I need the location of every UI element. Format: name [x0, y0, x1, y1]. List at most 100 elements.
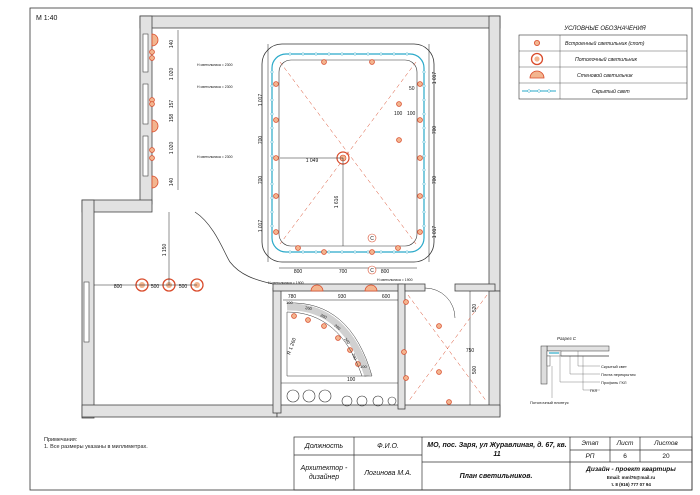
svg-text:1 017: 1 017: [432, 226, 438, 239]
notes-title: Примечания:: [44, 437, 78, 443]
role-value: Архитектор - дизайнер: [300, 465, 348, 481]
svg-text:500: 500: [179, 284, 188, 290]
svg-text:R 1 260: R 1 260: [286, 337, 298, 356]
svg-text:Плита перекрытия: Плита перекрытия: [601, 372, 636, 377]
dimension-lines: [94, 30, 471, 405]
svg-text:1 020: 1 020: [169, 68, 175, 81]
svg-text:С: С: [370, 236, 374, 242]
hidden-light-dot: [270, 126, 274, 130]
hidden-light-dot: [270, 224, 274, 228]
svg-text:158: 158: [169, 114, 175, 123]
svg-text:Н светильника = 2300: Н светильника = 2300: [197, 155, 233, 159]
ceiling-rect: [261, 43, 435, 263]
legend: УСЛОВНЫЕ ОБОЗНАЧЕНИЯ Встроенный светильн…: [518, 26, 688, 100]
wardrobe-circles: [286, 389, 397, 407]
spot-light: [273, 117, 279, 123]
wall-light-icon: [529, 70, 545, 79]
svg-text:800: 800: [381, 269, 390, 275]
hidden-light-dot: [270, 210, 274, 214]
name-header: Ф.И.О.: [377, 442, 399, 450]
hidden-light-dot: [314, 250, 318, 254]
hidden-light-dot: [422, 224, 426, 228]
spot-light: [291, 313, 297, 319]
spot-light-icon: [534, 40, 541, 47]
hidden-light-dot: [314, 52, 318, 56]
legend-title: УСЛОВНЫЕ ОБОЗНАЧЕНИЯ: [563, 26, 646, 32]
spot-light: [321, 249, 327, 255]
svg-text:Н светильника = 1900: Н светильника = 1900: [377, 278, 413, 282]
hidden-light-dot: [301, 52, 305, 56]
hidden-light-dot: [422, 210, 426, 214]
hidden-light-dot: [270, 182, 274, 186]
windows: [83, 33, 149, 343]
svg-text:1 049: 1 049: [306, 158, 319, 164]
spot-light: [396, 101, 402, 107]
svg-text:500: 500: [151, 284, 160, 290]
hidden-light-dot: [366, 250, 370, 254]
svg-text:700: 700: [432, 126, 438, 135]
spot-light: [417, 81, 423, 87]
hidden-light-dot: [422, 182, 426, 186]
spot-light: [446, 399, 452, 405]
hidden-light-dot: [422, 196, 426, 200]
svg-text:1 017: 1 017: [432, 72, 438, 85]
svg-text:260: 260: [305, 305, 313, 311]
hidden-light-dot: [270, 196, 274, 200]
svg-text:260: 260: [351, 353, 358, 362]
svg-text:700: 700: [258, 136, 264, 145]
svg-text:100: 100: [360, 364, 367, 369]
svg-text:С: С: [370, 268, 374, 274]
svg-text:Потолочный плинтус: Потолочный плинтус: [530, 400, 569, 405]
hidden-light-dot: [392, 52, 396, 56]
spot-light: [335, 335, 341, 341]
scale-label: М 1:40: [36, 15, 58, 22]
hidden-light-dot: [270, 98, 274, 102]
hidden-light-dot: [301, 250, 305, 254]
spot-light: [149, 155, 155, 161]
role-header: Должность: [304, 442, 344, 450]
address: МО, пос. Заря, ул Журавлиная, д. 67, кв.…: [427, 442, 567, 458]
title-block-frame: [293, 436, 693, 491]
svg-text:50: 50: [409, 86, 415, 92]
svg-text:Н светильника = 2300: Н светильника = 2300: [197, 63, 233, 67]
svg-text:Н светильника = 2300: Н светильника = 2300: [197, 85, 233, 89]
hidden-light-dot: [270, 140, 274, 144]
hidden-light-dot: [422, 112, 426, 116]
hidden-light-dot: [270, 154, 274, 158]
spot-light: [436, 323, 442, 329]
hidden-light-dot: [327, 250, 331, 254]
section-markers: С С: [367, 233, 377, 275]
hall-curve: [194, 211, 274, 285]
hidden-light-dot: [353, 250, 357, 254]
spot-light: [149, 49, 155, 55]
svg-text:260: 260: [320, 312, 329, 320]
spot-light: [395, 245, 401, 251]
svg-text:1 616: 1 616: [334, 196, 340, 209]
spot-light: [369, 59, 375, 65]
spot-light: [417, 193, 423, 199]
svg-text:1 017: 1 017: [258, 94, 264, 107]
svg-text:260: 260: [333, 323, 342, 332]
spot-light: [273, 155, 279, 161]
ceiling-lights: [135, 151, 350, 292]
hidden-light-dot: [353, 52, 357, 56]
legend-item-label: Скрытый свет: [592, 88, 630, 95]
hidden-light-dot: [270, 168, 274, 172]
phone: т. 8 (916) 777 07 94: [611, 482, 651, 487]
hidden-light-dot: [288, 250, 292, 254]
section-title: Разрез С: [557, 336, 577, 341]
hidden-light-dot: [340, 52, 344, 56]
svg-text:500: 500: [472, 366, 478, 375]
spot-lights: [149, 49, 452, 405]
svg-text:140: 140: [169, 178, 175, 187]
spot-light: [417, 155, 423, 161]
spot-light: [417, 117, 423, 123]
hidden-light-dot: [392, 250, 396, 254]
spot-light: [305, 317, 311, 323]
svg-text:ГКЛ: ГКЛ: [590, 388, 597, 393]
hidden-light-dot: [422, 154, 426, 158]
notes-text: 1. Все размеры указаны в миллиметрах.: [44, 444, 148, 450]
hidden-light-dot: [270, 84, 274, 88]
hidden-light-dot: [422, 126, 426, 130]
